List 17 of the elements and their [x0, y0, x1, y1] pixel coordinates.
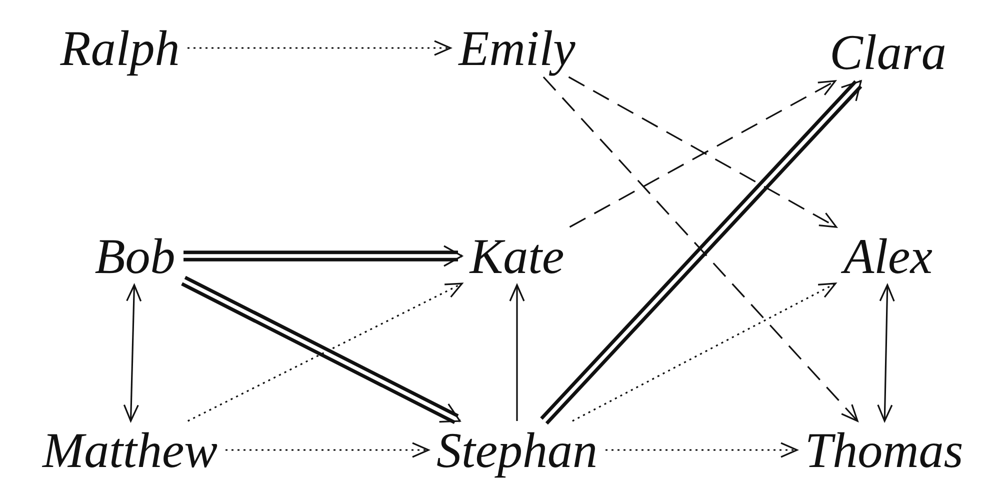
arrow [188, 40, 452, 56]
name-label: Stephan [432, 423, 602, 477]
name-label: Ralph [56, 21, 184, 75]
name-label: Bob [90, 229, 180, 283]
name-label: Kate [466, 229, 568, 283]
name-label: Thomas [800, 423, 968, 477]
arrow [877, 284, 895, 422]
name-label: Emily [454, 21, 580, 75]
name-label: Clara [826, 25, 950, 79]
arrow [226, 442, 430, 458]
arrow [123, 284, 142, 422]
name-label: Alex [840, 229, 936, 283]
arrow [572, 282, 836, 422]
name-label: Matthew [38, 423, 222, 477]
arrow [182, 245, 464, 267]
arrow [509, 284, 525, 421]
arrow [606, 442, 798, 458]
